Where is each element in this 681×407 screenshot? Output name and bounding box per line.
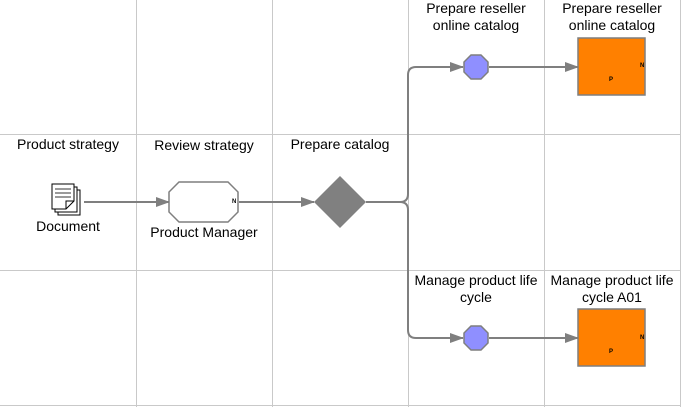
intermediate-event-octagon-lifecycle[interactable]: [463, 325, 489, 351]
label-prepare-catalog: Prepare catalog: [290, 136, 390, 152]
label-manage-life-cycle-event: Manage product life cycle: [414, 272, 538, 305]
label-prepare-reseller-event: Prepare reseller online catalog: [426, 0, 526, 33]
label-review-strategy: Review strategy: [154, 137, 254, 153]
label-manage-life-cycle-activity: Manage product life cycle A01: [550, 272, 674, 305]
intermediate-event-octagon-reseller[interactable]: [463, 54, 489, 80]
label-prepare-reseller-activity: Prepare reseller online catalog: [562, 0, 662, 33]
label-product-strategy: Product strategy: [17, 136, 119, 152]
gateway-diamond[interactable]: [314, 176, 366, 228]
activity-reseller-n-marker: N: [640, 63, 645, 69]
label-product-manager: Product Manager: [150, 224, 258, 240]
review-task-n-marker: N: [232, 199, 237, 205]
connector-gateway-to-lifecycle-event[interactable]: [399, 201, 464, 343]
document-icon[interactable]: [51, 183, 81, 216]
review-strategy-task[interactable]: [168, 181, 239, 223]
activity-lifecycle-p-marker: P: [609, 349, 614, 355]
label-document: Document: [36, 218, 100, 234]
activity-box-lifecycle[interactable]: [577, 308, 646, 367]
activity-box-reseller[interactable]: [577, 37, 646, 96]
activity-lifecycle-n-marker: N: [640, 335, 645, 341]
activity-reseller-p-marker: P: [609, 77, 614, 83]
